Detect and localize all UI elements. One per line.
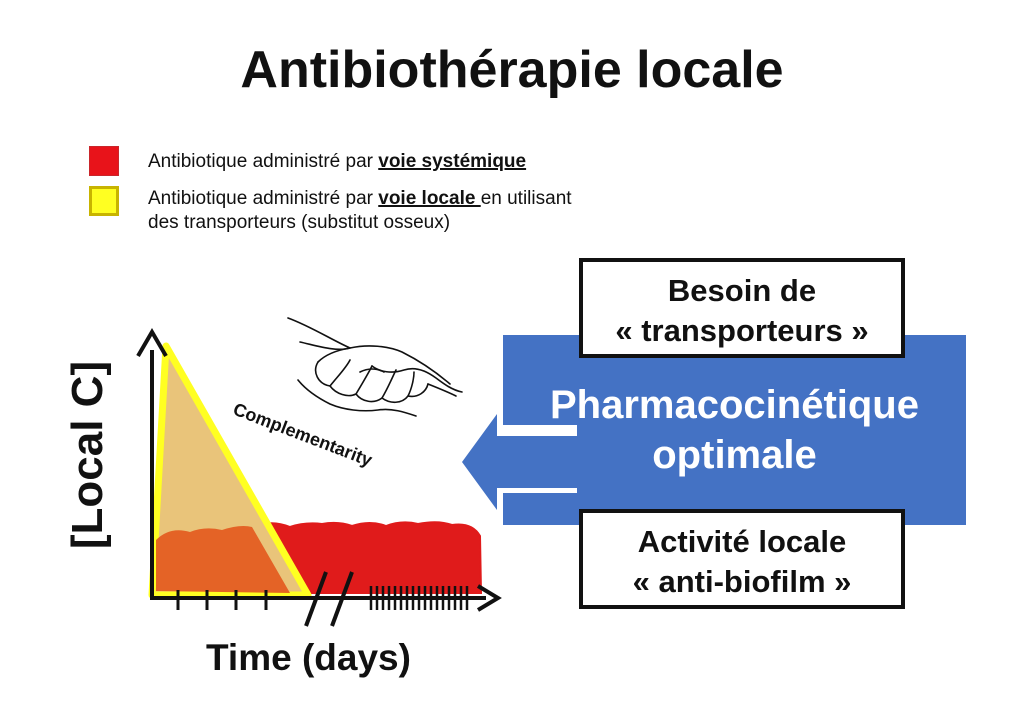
y-axis-arrowhead bbox=[136, 328, 168, 358]
x-axis-ticks-early bbox=[176, 590, 268, 610]
legend-label-local: Antibiotique administré par voie locale … bbox=[148, 187, 598, 235]
arrow-pointer bbox=[462, 414, 577, 510]
carrier-need-box: Besoin de « transporteurs » bbox=[579, 258, 905, 358]
handshake-icon bbox=[287, 317, 463, 417]
pharmacokinetic-arrow bbox=[503, 335, 966, 525]
legend-swatch-local bbox=[89, 186, 119, 216]
carrier-need-line2: « transporteurs » bbox=[615, 313, 869, 348]
overlap-area bbox=[156, 526, 290, 593]
antibiofilm-activity-line1: Activité locale bbox=[637, 524, 847, 559]
legend-label-systemic: Antibiotique administré par voie systémi… bbox=[148, 150, 526, 174]
legend-systemic-emphasis: voie systémique bbox=[378, 151, 527, 172]
x-axis-label: Time (days) bbox=[206, 637, 411, 678]
pharmacokinetics-label: Pharmacocinétique optimale bbox=[503, 380, 966, 480]
pharmacokinetics-label-line1: Pharmacocinétique bbox=[549, 383, 919, 427]
x-axis-break bbox=[304, 571, 354, 627]
legend-systemic-prefix: Antibiotique administré par bbox=[148, 151, 379, 172]
antibiofilm-activity-box: Activité locale « anti-biofilm » bbox=[579, 509, 905, 609]
y-axis-label-text: [Local C] bbox=[63, 360, 112, 550]
x-axis-ticks-late bbox=[369, 586, 469, 610]
x-axis-arrowhead bbox=[476, 584, 502, 612]
page-title: Antibiothérapie locale bbox=[240, 41, 784, 99]
legend-swatch-systemic bbox=[89, 146, 119, 176]
pharmacokinetics-label-line2: optimale bbox=[652, 433, 817, 477]
carrier-need-line1: Besoin de bbox=[667, 273, 817, 308]
antibiofilm-activity-line2: « anti-biofilm » bbox=[632, 564, 852, 599]
legend-local-emphasis: voie locale bbox=[378, 188, 481, 209]
legend-local-suffix: en utilisant des transporteurs (substitu… bbox=[148, 188, 572, 233]
legend-local-prefix: Antibiotique administré par bbox=[148, 188, 379, 209]
